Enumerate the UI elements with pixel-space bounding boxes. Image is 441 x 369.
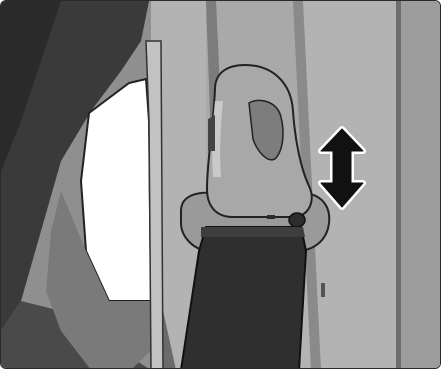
anchor-notch	[208, 115, 215, 151]
pillar-right-seam	[396, 1, 401, 369]
seat-belt-webbing	[181, 227, 306, 369]
anchor-slot	[267, 215, 275, 219]
seat-belt-top-fold	[201, 227, 305, 237]
pillar-right-edge	[396, 1, 441, 369]
anchor-bolt-hole	[289, 213, 305, 227]
pillar-mark	[321, 283, 325, 297]
